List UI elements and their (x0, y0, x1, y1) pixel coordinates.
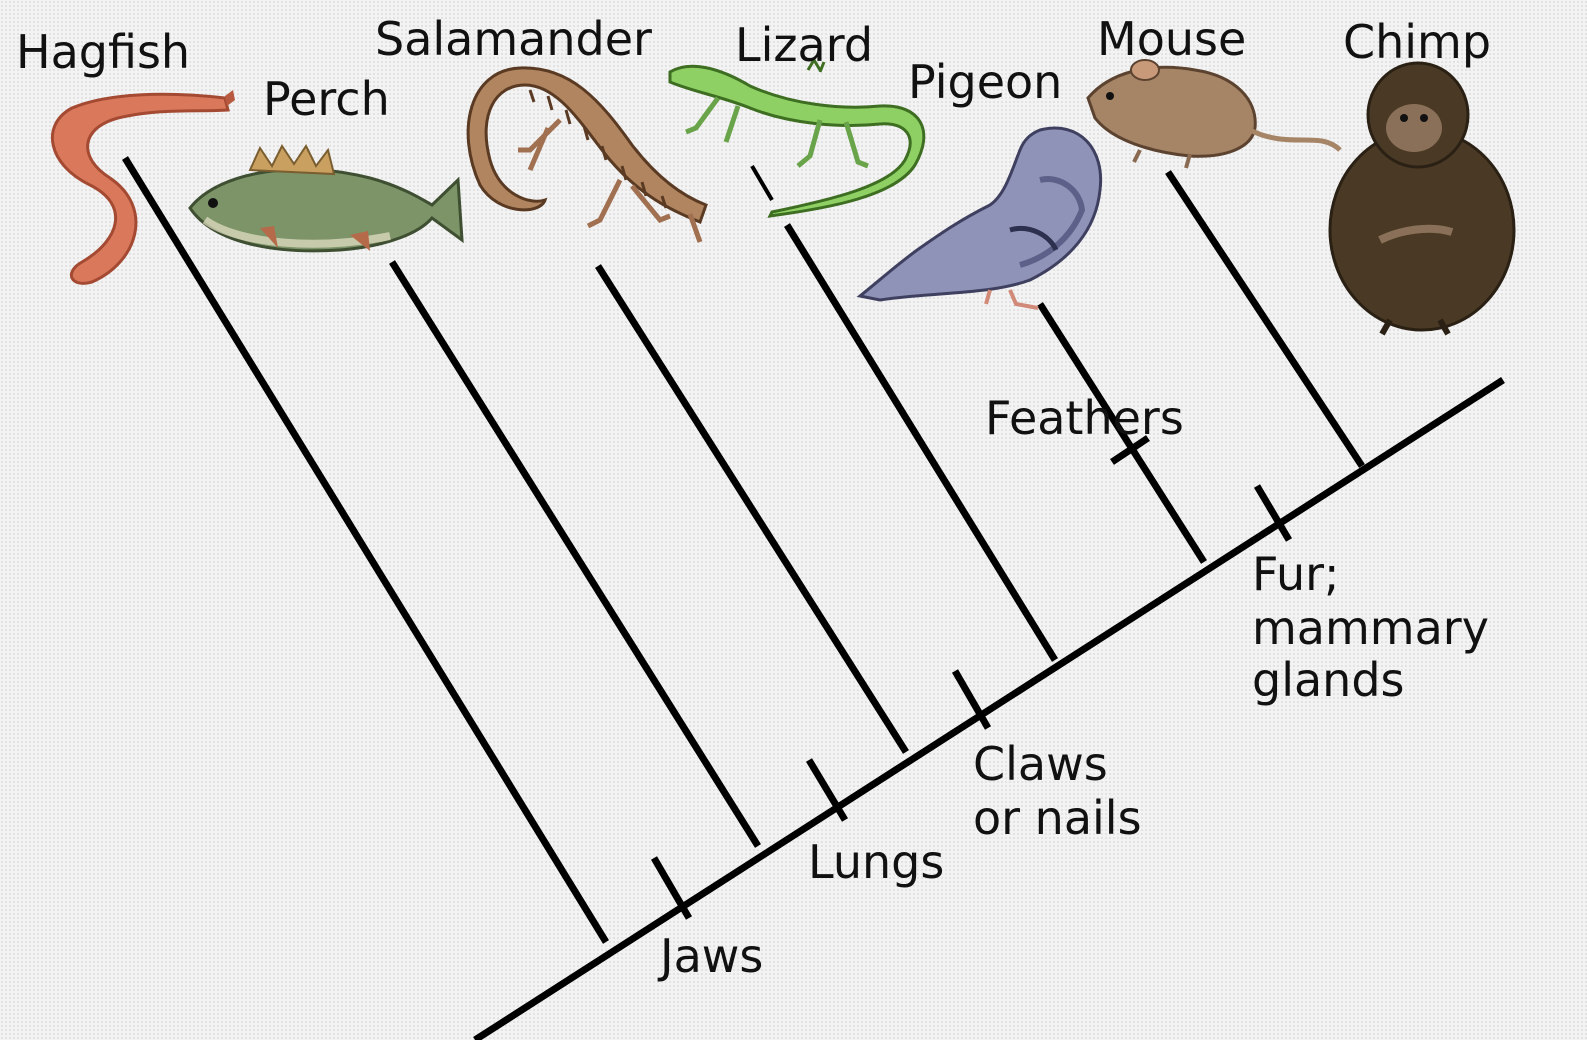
lizard-image (668, 57, 926, 218)
pigeon-image (856, 126, 1103, 310)
tick-claws (951, 669, 992, 730)
branch-lizard (784, 223, 1058, 662)
label-feathers: Feathers (985, 391, 1184, 445)
branch-perch (389, 260, 761, 848)
label-fur-line1: Fur; (1252, 547, 1340, 601)
tick-jaws (650, 856, 693, 920)
branch-hagfish (122, 156, 609, 944)
label-pigeon: Pigeon (908, 55, 1062, 109)
branch-mouse (1165, 170, 1365, 468)
branch-pigeon (1037, 302, 1207, 564)
label-chimp: Chimp (1343, 15, 1491, 69)
label-fur-line3: glands (1252, 653, 1405, 707)
chimp-image (1328, 61, 1516, 336)
label-claws-line2: or nails (973, 791, 1142, 845)
label-hagfish: Hagfish (16, 25, 190, 79)
label-claws-line1: Claws (973, 737, 1108, 791)
branch-salamander (595, 264, 909, 754)
label-perch: Perch (263, 72, 390, 126)
tick-lungs (805, 758, 849, 822)
hagfish-image (50, 90, 235, 285)
label-salamander: Salamander (375, 12, 652, 66)
main-trunk (473, 377, 1505, 1040)
label-jaws: Jaws (657, 929, 763, 983)
tick-feathers (1110, 435, 1150, 465)
mouse-image (1086, 59, 1342, 169)
label-mouse: Mouse (1097, 12, 1246, 66)
tick-fur (1253, 484, 1293, 542)
salamander-image (466, 66, 708, 243)
label-lizard: Lizard (735, 18, 873, 72)
label-fur-line2: mammary (1252, 601, 1489, 655)
label-lungs: Lungs (808, 835, 944, 889)
perch-image (188, 144, 464, 253)
